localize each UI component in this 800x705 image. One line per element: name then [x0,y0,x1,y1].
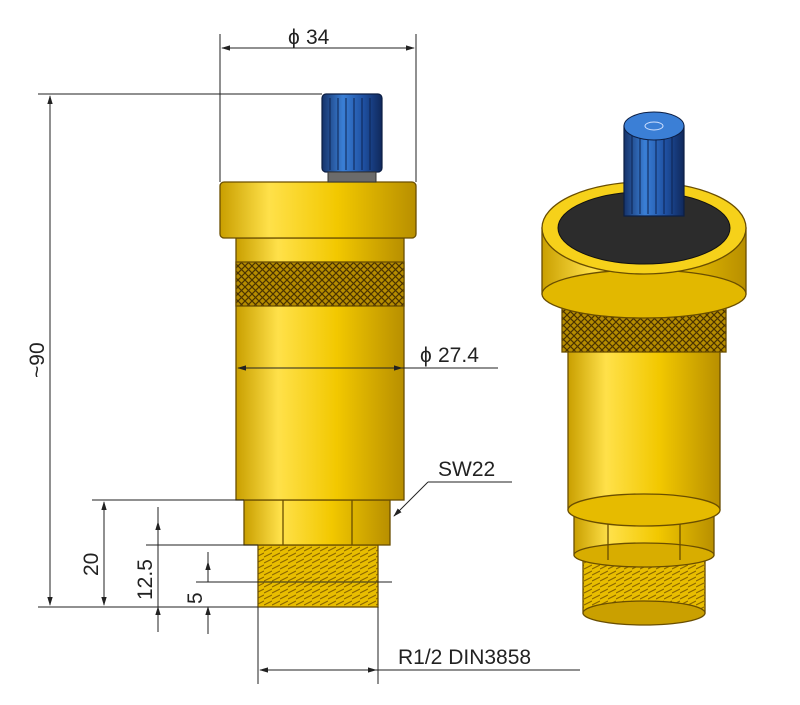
dim-overall-height: ~90 [26,93,322,608]
blue-vent-cap [321,93,383,173]
dim-90-label: ~90 [26,342,49,378]
dim-27-4-label: 27.4 [438,344,479,367]
dim-34-label: 34 [306,26,330,49]
front-view-valve [219,93,417,608]
thread-section [257,544,379,608]
isometric-view-valve [541,111,747,626]
dim-thread-label: R1/2 DIN3858 [398,646,531,669]
dim-20-label: 20 [80,553,103,576]
dim-34-symbol: ϕ [288,26,300,49]
dim-top-diameter: ϕ 34 [219,26,417,182]
dim-27-4-symbol: ϕ [420,344,432,367]
dim-5-label: 5 [184,592,207,604]
dim-height-20: 20 [80,499,244,606]
dim-hex-size: SW22 [393,458,512,517]
dim-body-diameter: ϕ 27.4 [237,344,498,371]
dim-sw22-label: SW22 [438,458,495,481]
dim-height-5: 5 [184,552,392,634]
top-cap [219,181,417,239]
hex-nut [243,499,391,546]
knurled-ring [235,261,405,307]
dim-thread: R1/2 DIN3858 [257,607,580,684]
dim-height-12-5: 12.5 [134,507,258,632]
dim-12-5-label: 12.5 [134,559,157,600]
